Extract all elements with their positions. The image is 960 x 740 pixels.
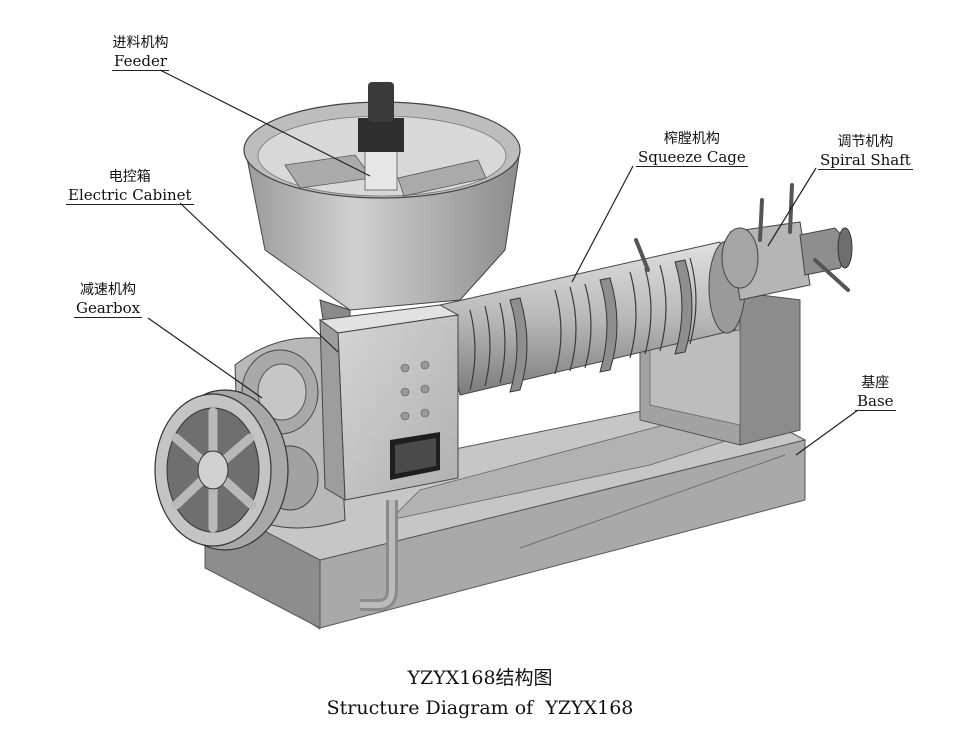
leader-lines bbox=[147, 69, 859, 456]
label-spiral-shaft-zh: 调节机构 bbox=[837, 134, 894, 150]
label-gearbox: 减速机构 Gearbox bbox=[74, 281, 143, 318]
drain-pipe bbox=[360, 500, 398, 611]
label-spiral-shaft-en: Spiral Shaft bbox=[818, 151, 913, 170]
electric-cabinet-drawing bbox=[318, 304, 460, 501]
label-base-zh: 基座 bbox=[861, 375, 890, 391]
label-squeeze-cage-zh: 榨膛机构 bbox=[663, 131, 720, 147]
label-feeder-en: Feeder bbox=[112, 52, 169, 71]
label-electric-cabinet: 电控箱 Electric Cabinet bbox=[66, 168, 194, 205]
spiral-shaft-drawing bbox=[634, 183, 853, 301]
label-electric-cabinet-en: Electric Cabinet bbox=[66, 186, 194, 205]
label-gearbox-en: Gearbox bbox=[74, 299, 143, 318]
rear-support bbox=[639, 289, 801, 446]
base-frame bbox=[203, 394, 807, 630]
label-spiral-shaft: 调节机构 Spiral Shaft bbox=[818, 133, 913, 170]
label-gearbox-zh: 减速机构 bbox=[80, 282, 137, 298]
label-base-en: Base bbox=[855, 392, 896, 411]
label-base: 基座 Base bbox=[855, 374, 896, 411]
label-electric-cabinet-zh: 电控箱 bbox=[108, 169, 151, 185]
label-feeder-zh: 进料机构 bbox=[112, 35, 169, 51]
label-squeeze-cage: 榨膛机构 Squeeze Cage bbox=[636, 130, 748, 167]
label-squeeze-cage-en: Squeeze Cage bbox=[636, 148, 748, 167]
label-feeder: 进料机构 Feeder bbox=[112, 34, 169, 71]
squeeze-cage-drawing bbox=[439, 240, 746, 396]
caption-english: Structure Diagram of YZYX168 bbox=[326, 697, 634, 719]
pulley-wheel bbox=[154, 389, 289, 551]
feeder-drawing bbox=[243, 82, 521, 341]
caption-chinese: YZYX168结构图 bbox=[407, 667, 553, 689]
